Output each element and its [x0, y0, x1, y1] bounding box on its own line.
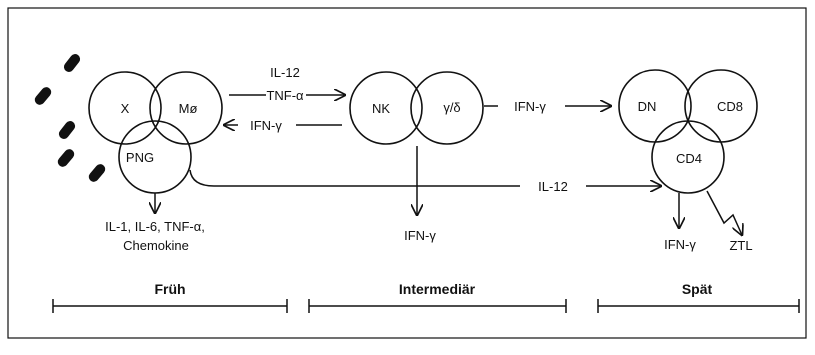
- pathogen-blob: [62, 52, 82, 74]
- label-cd8: CD8: [717, 99, 743, 114]
- intermediate-output: IFN-γ: [404, 228, 436, 243]
- pathogen-blob: [87, 162, 108, 184]
- label-ifn-to-late: IFN-γ: [514, 99, 546, 114]
- phase-bracket-late: [598, 299, 799, 313]
- late-output-ztl: ZTL: [729, 238, 752, 253]
- label-ifn-back: IFN-γ: [250, 118, 282, 133]
- intermediate-cell-group: NK γ/δ: [350, 72, 483, 144]
- pathogen-blob: [56, 147, 77, 169]
- label-tnf-alpha: TNF-α: [266, 88, 304, 103]
- early-output-line2: Chemokine: [123, 238, 189, 253]
- pathogen-blob: [33, 85, 54, 107]
- label-il12-top: IL-12: [270, 65, 300, 80]
- late-output-ifn: IFN-γ: [664, 237, 696, 252]
- label-x: X: [121, 101, 130, 116]
- label-gamma-delta: γ/δ: [443, 100, 460, 115]
- early-cell-group: X Mø PNG: [89, 72, 222, 193]
- phase-label-late: Spät: [682, 281, 713, 297]
- label-nk: NK: [372, 101, 390, 116]
- label-cd4: CD4: [676, 151, 702, 166]
- arrow-late-ztl: [707, 191, 742, 235]
- label-macrophage: Mø: [179, 101, 198, 116]
- label-il12-bottom: IL-12: [538, 179, 568, 194]
- early-output-line1: IL-1, IL-6, TNF-α,: [105, 219, 205, 234]
- pathogen-blob: [57, 119, 77, 141]
- phase-bracket-early: [53, 299, 287, 313]
- line-il12-bottom-left: [190, 170, 520, 186]
- phase-label-intermediate: Intermediär: [399, 281, 476, 297]
- phase-bracket-intermediate: [309, 299, 566, 313]
- pathogen-blobs: [33, 52, 108, 184]
- late-cell-group: DN CD8 CD4: [619, 70, 757, 193]
- label-dn: DN: [638, 99, 657, 114]
- phase-label-early: Früh: [154, 281, 185, 297]
- label-png: PNG: [126, 150, 154, 165]
